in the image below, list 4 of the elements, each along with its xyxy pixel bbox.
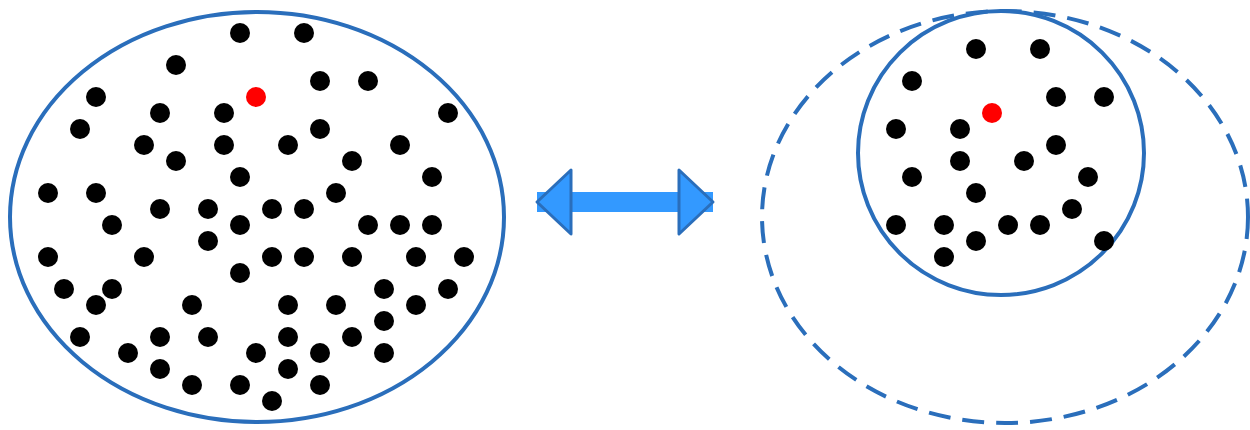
ellipse <box>8 10 506 424</box>
double-arrow <box>535 168 715 236</box>
ellipse <box>856 9 1146 297</box>
dashed-ellipse <box>760 9 1250 425</box>
